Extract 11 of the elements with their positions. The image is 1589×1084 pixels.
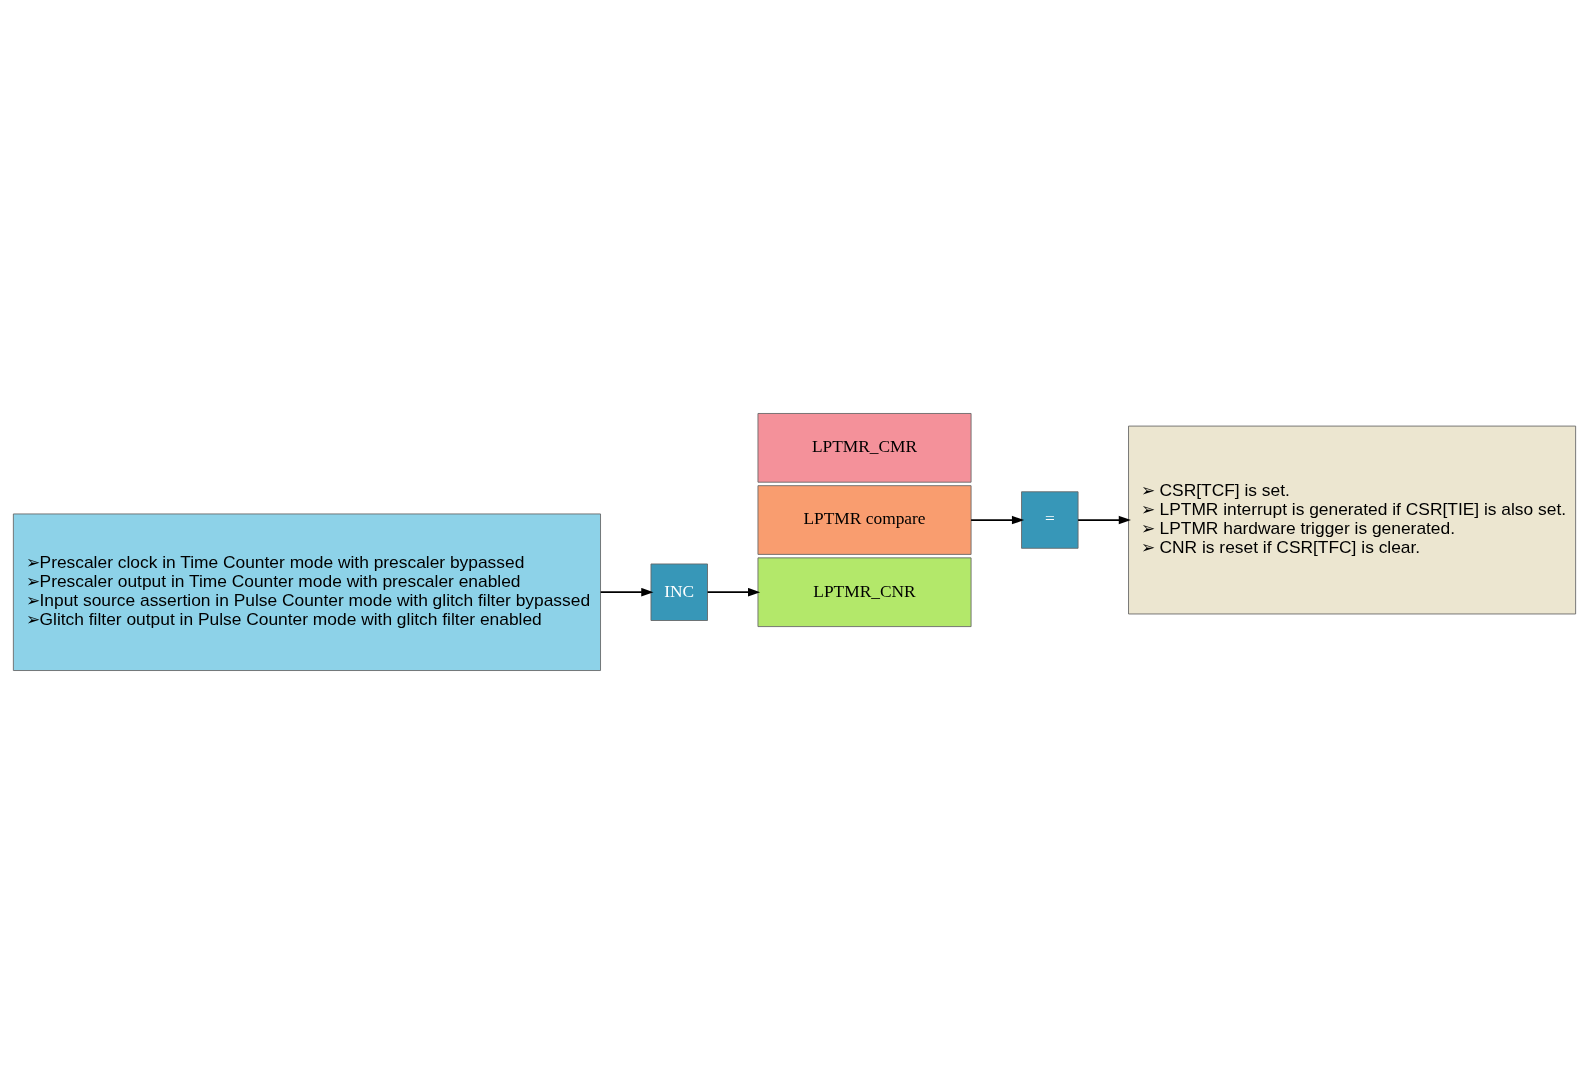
node-box: LPTMR_CMR <box>757 413 972 483</box>
arrow <box>706 587 761 597</box>
node-box: LPTMR_CNR <box>757 557 972 628</box>
node-box: INC <box>650 563 708 621</box>
arrow <box>970 515 1025 525</box>
node-box: = <box>1021 491 1079 549</box>
arrow <box>1077 515 1131 525</box>
node-box: ➢Prescaler clock in Time Counter mode with prescaler bypassed ➢Prescaler output in Time Counter mode with prescaler enabled ➢Input source assertion in Pulse Counter mode with glitch filter bypassed ➢Glitch filter output in Pulse Counter mode with glitch filter enabled <box>12 513 601 671</box>
arrow <box>599 587 654 597</box>
node-box: ➢ CSR[TCF] is set. ➢ LPTMR interrupt is generated if CSR[TIE] is also set. ➢ LPTMR hardware trigger is generated. ➢ CNR is reset if CSR[TFC] is clear. <box>1128 425 1577 615</box>
node-box: LPTMR compare <box>757 485 972 555</box>
